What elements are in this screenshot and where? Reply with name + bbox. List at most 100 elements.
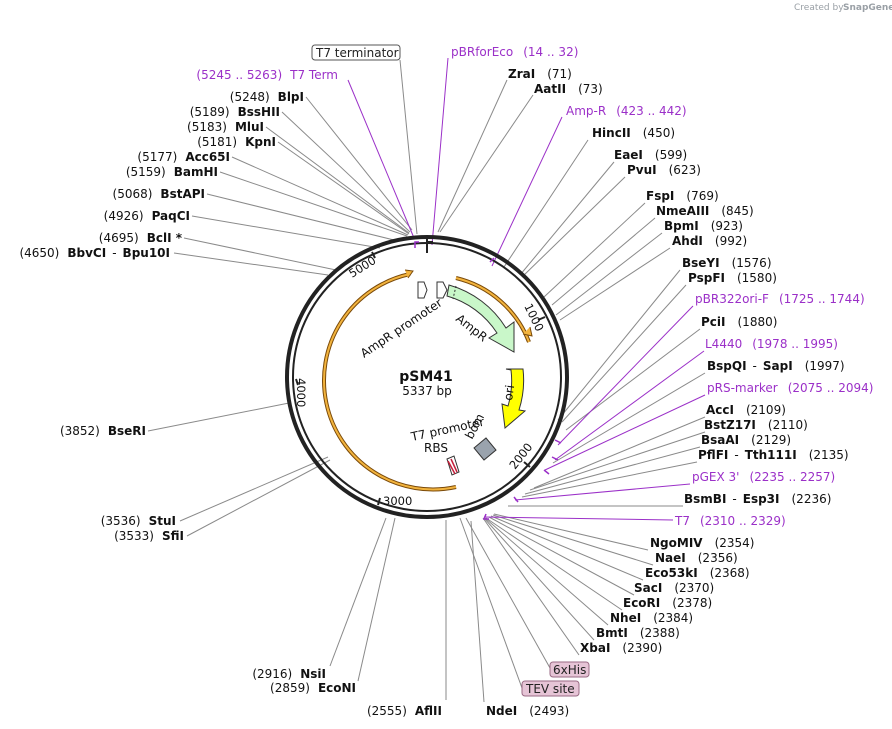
primer-prs-marker-pos: (2075 .. 2094) <box>788 381 874 395</box>
svg-text:(4926)PaqCI: (4926)PaqCI <box>104 209 190 223</box>
svg-text:(5245 .. 5263)T7 Term: (5245 .. 5263) T7 Term <box>196 68 338 82</box>
primer-t7: T7 <box>674 514 690 528</box>
svg-text:NaeI(2356): NaeI(2356) <box>655 551 738 565</box>
backbone-outer-strand <box>285 235 569 519</box>
svg-text:(3533)SfiI: (3533)SfiI <box>114 529 184 543</box>
svg-text:L4440(1978 .. 1995): L4440(1978 .. 1995) <box>705 337 838 351</box>
site-pflfi: PflFI <box>698 448 728 462</box>
site-bspqi: BspQI <box>707 359 747 373</box>
svg-text:SacI(2370): SacI(2370) <box>634 581 714 595</box>
site-sapi: SapI <box>763 359 793 373</box>
primer-t7term: T7 Term <box>289 68 338 82</box>
site-bpu10i: Bpu10I <box>123 246 170 260</box>
svg-text:BmtI(2388): BmtI(2388) <box>596 626 680 640</box>
site-fspi: FspI <box>646 189 674 203</box>
his6-box[interactable] <box>549 661 590 678</box>
primer-pbrforeco-pos: (14 .. 32) <box>523 45 578 59</box>
ampr-promoter2-feature[interactable] <box>436 281 448 299</box>
site-pvui: PvuI <box>627 163 657 177</box>
site-stui: StuI <box>149 514 176 528</box>
primer-t7term-pos: (5245 .. 5263) <box>196 68 282 82</box>
site-bstz17i: BstZ17I <box>704 418 756 432</box>
site-aatii: AatII <box>534 82 566 96</box>
t7-promoter-feature[interactable] <box>446 455 460 476</box>
primer-l4440: L4440 <box>705 337 742 351</box>
plasmid-length: 5337 bp <box>402 384 452 398</box>
orf-arc-ampr <box>455 277 530 343</box>
site-blpi: BlpI <box>278 90 304 104</box>
svg-text:BsaAI(2129): BsaAI(2129) <box>701 433 791 447</box>
svg-text:(3852)BseRI: (3852)BseRI <box>60 424 146 438</box>
svg-text:PciI(1880): PciI(1880) <box>701 315 777 329</box>
svg-text:Eco53kI(2368): Eco53kI(2368) <box>645 566 750 580</box>
tick-2000: 2000 <box>506 440 535 472</box>
orf-arc-large-arrow <box>404 269 414 279</box>
svg-text:(4695)BclI *: (4695)BclI * <box>99 231 183 245</box>
credit-prefix: Created by <box>794 3 844 13</box>
site-ecori: EcoRI <box>623 596 660 610</box>
site-bpmi: BpmI <box>664 219 699 233</box>
site-nsii: NsiI <box>300 667 326 681</box>
orf-arc-ampr-arrow <box>522 326 533 337</box>
svg-text:T7(2310 .. 2329): T7(2310 .. 2329) <box>674 514 786 528</box>
primer-pgex3: pGEX 3' <box>692 470 739 484</box>
primer-marks <box>414 241 562 520</box>
svg-text:HincII(450): HincII(450) <box>592 126 675 140</box>
bom-feature[interactable] <box>473 437 497 461</box>
site-bsaai: BsaAI <box>701 433 739 447</box>
primer-labels: pBRforEco(14 .. 32) (5245 .. 5263)T7 Ter… <box>196 45 873 528</box>
site-xbai: XbaI <box>580 641 610 655</box>
site-ahdi: AhdI <box>672 234 703 248</box>
site-eco53ki: Eco53kI <box>645 566 698 580</box>
site-ndei: NdeI <box>486 704 517 718</box>
tev-site-label: TEV site <box>525 682 575 696</box>
ampr-feature[interactable] <box>446 284 515 353</box>
tick-3000: 3000 <box>383 494 412 508</box>
svg-text:FspI(769): FspI(769) <box>646 189 719 203</box>
svg-text:BpmI(923): BpmI(923) <box>664 219 743 233</box>
svg-text:(3536)StuI: (3536)StuI <box>101 514 176 528</box>
site-tth111i: Tth111I <box>745 448 797 462</box>
svg-text:(2916)NsiI: (2916)NsiI <box>252 667 326 681</box>
svg-text:(5159)BamHI: (5159)BamHI <box>126 165 218 179</box>
svg-text:BsmBI-Esp3I(2236): BsmBI-Esp3I(2236) <box>684 492 831 506</box>
svg-text:EaeI(599): EaeI(599) <box>614 148 687 162</box>
svg-text:ZraI(71): ZraI(71) <box>508 67 572 81</box>
primer-leader-lines <box>347 57 706 521</box>
site-acci: AccI <box>706 403 734 417</box>
svg-text:NdeI(2493): NdeI(2493) <box>486 704 569 718</box>
svg-text:BseYI(1576): BseYI(1576) <box>682 256 772 270</box>
svg-text:PflFI-Tth111I(2135): PflFI-Tth111I(2135) <box>698 448 849 462</box>
svg-text:NgoMIV(2354): NgoMIV(2354) <box>650 536 754 550</box>
site-bcli: BclI * <box>147 231 183 245</box>
t7-terminator-label: T7 terminator <box>315 46 399 60</box>
svg-text:(5189)BssHII: (5189)BssHII <box>190 105 280 119</box>
site-eaei: EaeI <box>614 148 643 162</box>
primer-prs-marker: pRS-marker <box>707 381 778 395</box>
t7-terminator-box[interactable] <box>311 44 401 61</box>
ampr-promoter-feature[interactable] <box>417 281 428 299</box>
svg-text:(5177)Acc65I: (5177)Acc65I <box>137 150 230 164</box>
site-aflii: AflII <box>415 704 442 718</box>
site-pspfi: PspFI <box>688 271 725 285</box>
site-bbvci: BbvCI <box>67 246 106 260</box>
orf-arc-large <box>323 273 457 491</box>
site-hincii: HincII <box>592 126 631 140</box>
svg-text:BspQI-SapI(1997): BspQI-SapI(1997) <box>707 359 845 373</box>
primer-pgex3-pos: (2235 .. 2257) <box>749 470 835 484</box>
his6-label: 6xHis <box>553 663 586 677</box>
site-nhei: NheI <box>610 611 641 625</box>
site-kpni: KpnI <box>245 135 276 149</box>
origin-marker <box>426 238 433 253</box>
site-mlui: MluI <box>235 120 264 134</box>
site-pcii: PciI <box>701 315 726 329</box>
svg-text:Amp-R(423 .. 442): Amp-R(423 .. 442) <box>566 104 687 118</box>
ring-ticks <box>295 251 546 506</box>
tev-site-box[interactable] <box>521 680 580 697</box>
primer-pbr322ori-pos: (1725 .. 1744) <box>779 292 865 306</box>
svg-text:(5181)KpnI: (5181)KpnI <box>197 135 276 149</box>
site-bamhi: BamHI <box>174 165 218 179</box>
ori-feature[interactable] <box>501 368 527 429</box>
svg-text:pRS-marker(2075 .. 2094): pRS-marker (2075 .. 2094) <box>707 381 873 395</box>
